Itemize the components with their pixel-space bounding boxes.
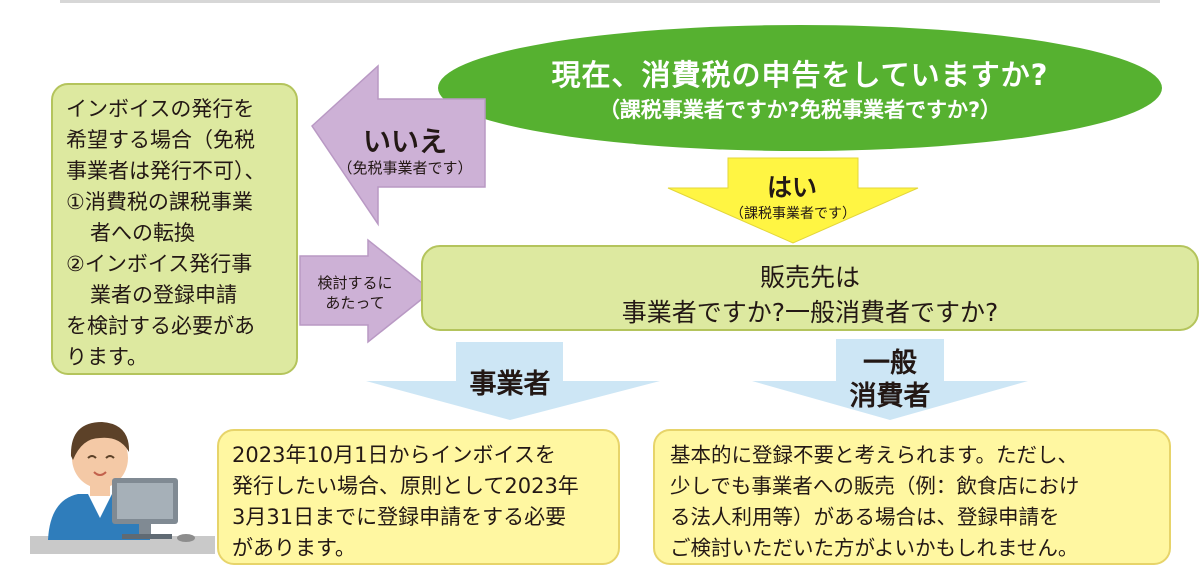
- general-line: 少しでも事業者への販売（例：飲食店におけ: [670, 474, 1080, 498]
- yes-arrow-sub: （課税事業者です）: [730, 206, 856, 222]
- left-box-text: インボイスの発行を 希望する場合（免税 事業者は発行不可）、 ①消費税の課税事業…: [66, 94, 266, 373]
- general-line: 基本的に登録不要と考えられます。ただし、: [670, 443, 1078, 467]
- business-box-text: 2023年10月1日からインボイスを 発行したい場合、原則として2023年 3月…: [232, 440, 579, 564]
- business-line: 3月31日までに登録申請をする必要: [232, 505, 567, 529]
- business-box: [217, 429, 620, 565]
- left-line: 事業者は発行不可）、: [66, 159, 266, 183]
- general-arrow: [752, 339, 1028, 420]
- no-arrow-label: いいえ: [362, 125, 447, 158]
- general-box-text: 基本的に登録不要と考えられます。ただし、 少しでも事業者への販売（例：飲食店にお…: [670, 440, 1079, 564]
- left-line: 業者の登録申請: [90, 283, 237, 307]
- business-line: があります。: [232, 536, 356, 560]
- general-arrow-label-1: 一般: [863, 348, 917, 379]
- business-arrow: [366, 342, 660, 420]
- question-sub: （課税事業者ですか?免税事業者ですか?）: [598, 98, 1002, 122]
- no-arrow-sub: （免税事業者です）: [337, 159, 473, 177]
- left-line: インボイスの発行を: [66, 97, 255, 121]
- business-line: 2023年10月1日からインボイスを: [232, 443, 556, 467]
- left-box: [51, 83, 298, 375]
- business-arrow-label: 事業者: [469, 369, 551, 400]
- yes-arrow-label: はい: [766, 173, 817, 202]
- no-arrow: [311, 64, 486, 227]
- seller-line-1: 販売先は: [759, 263, 860, 292]
- office-worker-illustration: [30, 422, 215, 554]
- consider-arrow-label: 検討するに あたって: [298, 273, 412, 313]
- seller-line-2: 事業者ですか?一般消費者ですか?: [621, 298, 999, 327]
- business-line: 発行したい場合、原則として2023年: [232, 474, 579, 498]
- left-line: 希望する場合（免税: [66, 128, 255, 152]
- consider-arrow: [299, 238, 434, 344]
- seller-box: [421, 245, 1199, 331]
- general-box: [653, 429, 1171, 565]
- general-line: る法人利用等）がある場合は、登録申請を: [670, 505, 1060, 529]
- left-line: ります。: [66, 345, 148, 369]
- consider-line-2: あたって: [325, 294, 385, 312]
- general-line: ご検討いただいた方がよいかもしれません。: [670, 536, 1079, 560]
- question-main: 現在、消費税の申告をしていますか?: [551, 58, 1049, 92]
- left-line: ②インボイス発行事: [66, 252, 253, 276]
- left-line: 者への転換: [90, 221, 195, 245]
- yes-arrow: [667, 157, 919, 244]
- top-divider: [60, 0, 1160, 3]
- left-line: を検討する必要があ: [66, 314, 255, 338]
- general-arrow-label-2: 消費者: [849, 381, 931, 412]
- left-line: ①消費税の課税事業: [66, 190, 253, 214]
- consider-line-1: 検討するに: [317, 274, 393, 292]
- question-ellipse: [438, 25, 1162, 151]
